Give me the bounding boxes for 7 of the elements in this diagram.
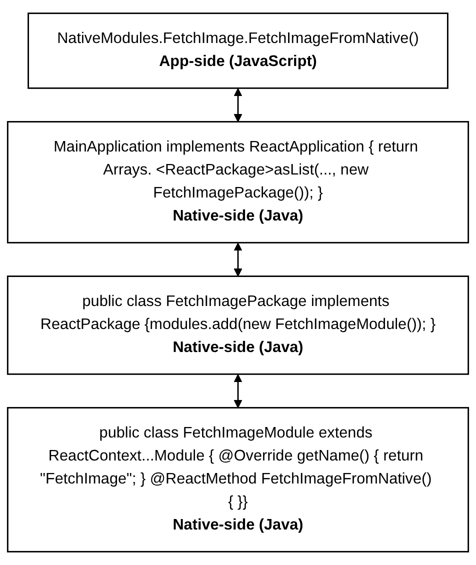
arrow [234,374,242,408]
arrow [234,88,242,122]
node-box: public class FetchImageModule extends ReactContext...Module { @Override getName() { return "FetchImage"; } @ReactMethod FetchImageFromNative() { }} Native-side (Java) [6,407,470,552]
arrow [234,242,242,277]
node-box: NativeModules.FetchImage.FetchImageFromNative() App-side (JavaScript) [28,12,448,89]
node-box: MainApplication implements ReactApplication { return Arrays. <ReactPackage>asList(..., new FetchImagePackage()); } Native-side (Java) [6,121,470,244]
node-box: public class FetchImagePackage implements ReactPackage {modules.add(new FetchImageModule()); } Native-side (Java) [6,276,470,375]
